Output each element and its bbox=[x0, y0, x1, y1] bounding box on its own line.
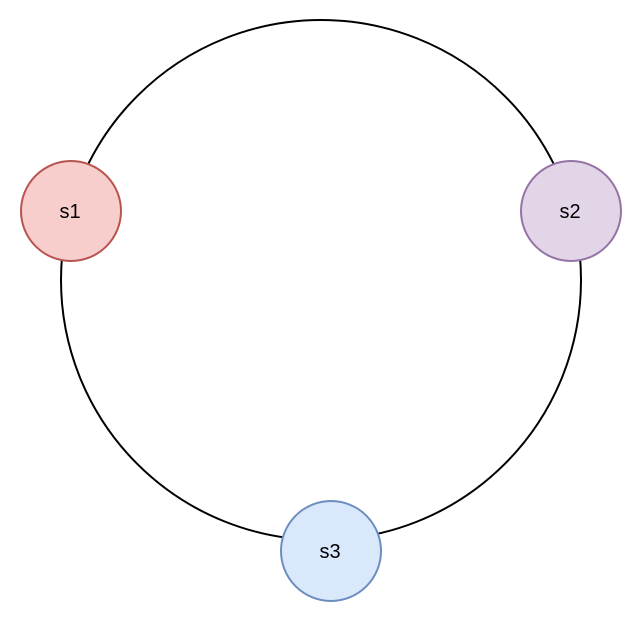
node-s3-circle bbox=[280, 500, 382, 602]
node-s2-label: s2 bbox=[559, 201, 580, 223]
node-s1-circle bbox=[20, 160, 122, 262]
node-s1: s1 bbox=[20, 160, 122, 262]
node-s1-label: s1 bbox=[59, 201, 80, 223]
ring-circle bbox=[60, 19, 582, 541]
node-s3-label: s3 bbox=[319, 541, 340, 563]
node-s2-circle bbox=[520, 160, 622, 262]
node-s2: s2 bbox=[520, 160, 622, 262]
node-s3: s3 bbox=[280, 500, 382, 602]
